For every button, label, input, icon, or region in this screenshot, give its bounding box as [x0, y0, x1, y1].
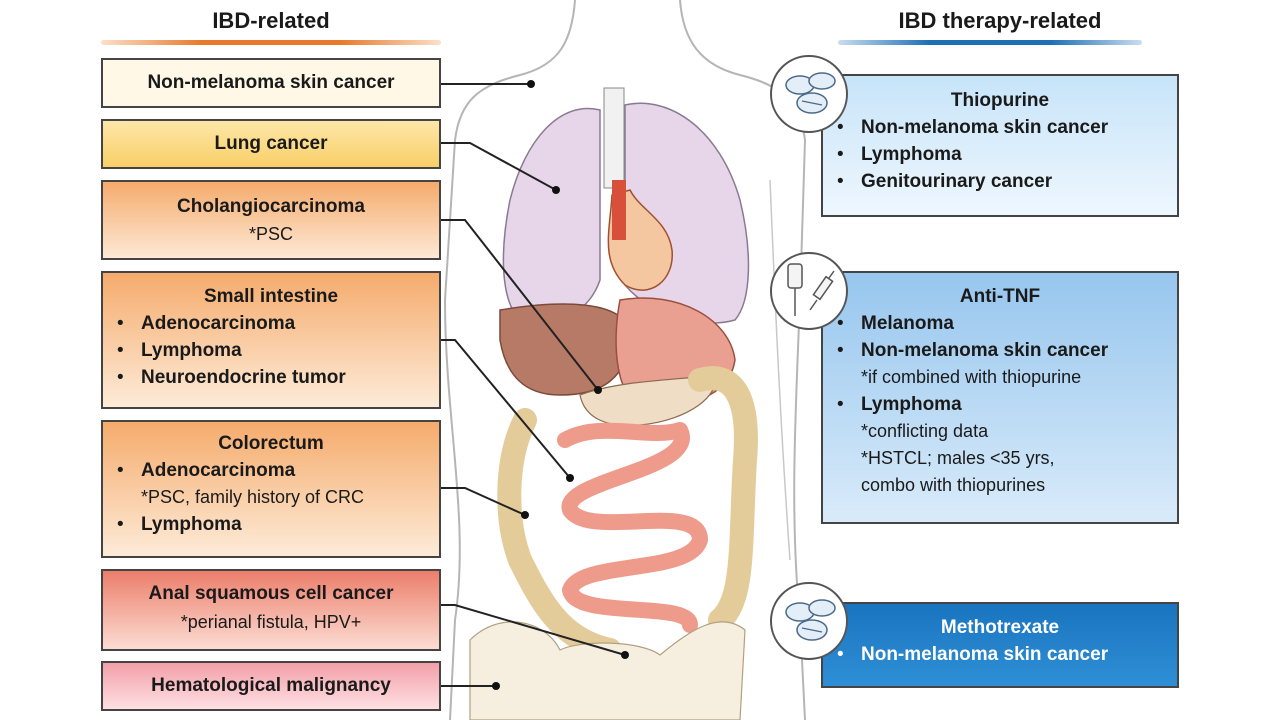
trachea [603, 87, 625, 189]
box-hematological-malignancy: Hematological malignancy [101, 661, 441, 711]
header-ibd-related: IBD-related [212, 8, 330, 33]
box-colorectum: Colorectum Adenocarcinoma *PSC, family h… [101, 420, 441, 558]
box-list: Adenocarcinoma *PSC, family history of C… [103, 457, 439, 538]
header-ibd-related-underline [101, 40, 441, 45]
box-non-melanoma-skin-cancer: Non-melanoma skin cancer [101, 58, 441, 108]
box-cholangiocarcinoma: Cholangiocarcinoma *PSC [101, 180, 441, 260]
pills-icon [770, 55, 848, 133]
box-thiopurine: Thiopurine Non-melanoma skin cancer Lymp… [821, 74, 1179, 217]
box-list: Non-melanoma skin cancer [823, 641, 1177, 668]
list-item: Non-melanoma skin cancer [823, 114, 1177, 141]
box-anal-squamous-cell-cancer: Anal squamous cell cancer *perianal fist… [101, 569, 441, 651]
box-lung-cancer: Lung cancer [101, 119, 441, 169]
box-title: Small intestine [203, 286, 339, 307]
list-item-note: combo with thiopurines [861, 475, 1046, 495]
list-item-note: *PSC, family history of CRC [141, 487, 365, 507]
box-note: *PSC [248, 224, 293, 244]
left-lung [502, 107, 601, 324]
box-list: Adenocarcinoma Lymphoma Neuroendocrine t… [103, 310, 439, 391]
box-title: Hematological malignancy [151, 675, 391, 696]
list-item-label: Non-melanoma skin cancer [861, 340, 1109, 361]
box-note: *perianal fistula, HPV+ [180, 612, 362, 632]
list-item: Non-melanoma skin cancer *if combined wi… [823, 337, 1177, 391]
list-item-label: Adenocarcinoma [141, 460, 296, 481]
list-item: Adenocarcinoma [103, 310, 439, 337]
list-item: Melanoma [823, 310, 1177, 337]
box-title: Lung cancer [214, 133, 328, 154]
connector-lines-left [441, 83, 626, 687]
connector-dots-left [492, 80, 629, 690]
list-item-note: *HSTCL; males <35 yrs, [861, 448, 1055, 468]
liver [499, 303, 631, 396]
box-list: Non-melanoma skin cancer Lymphoma Genito… [823, 114, 1177, 195]
list-item: Adenocarcinoma *PSC, family history of C… [103, 457, 439, 511]
list-item-note: *conflicting data [861, 421, 989, 441]
pelvis [469, 621, 746, 720]
list-item: Lymphoma [823, 141, 1177, 168]
box-title: Cholangiocarcinoma [177, 196, 365, 217]
list-item-label: Lymphoma [861, 394, 962, 415]
box-title: Anal squamous cell cancer [148, 583, 394, 604]
small-intestine [557, 422, 708, 633]
body-outline [443, 0, 576, 720]
pancreas [579, 374, 717, 427]
large-intestine [497, 366, 758, 662]
iv-syringe-icon [770, 252, 848, 330]
list-item: Neuroendocrine tumor [103, 364, 439, 391]
box-title: Non-melanoma skin cancer [147, 72, 395, 93]
box-small-intestine: Small intestine Adenocarcinoma Lymphoma … [101, 271, 441, 409]
list-item: Lymphoma [103, 511, 439, 538]
box-title: Anti-TNF [959, 286, 1041, 307]
header-therapy-related: IBD therapy-related [898, 8, 1102, 33]
list-item: Genitourinary cancer [823, 168, 1177, 195]
box-title: Colorectum [218, 433, 324, 454]
box-methotrexate: Methotrexate Non-melanoma skin cancer [821, 602, 1179, 688]
pills-icon [770, 582, 848, 660]
box-title: Methotrexate [940, 617, 1060, 638]
box-title: Thiopurine [950, 90, 1050, 111]
list-item: Lymphoma *conflicting data *HSTCL; males… [823, 391, 1177, 499]
list-item: Lymphoma [103, 337, 439, 364]
box-list: Melanoma Non-melanoma skin cancer *if co… [823, 310, 1177, 499]
list-item-note: *if combined with thiopurine [861, 367, 1082, 387]
header-therapy-related-underline [838, 40, 1142, 45]
list-item: Non-melanoma skin cancer [823, 641, 1177, 668]
box-anti-tnf: Anti-TNF Melanoma Non-melanoma skin canc… [821, 271, 1179, 524]
